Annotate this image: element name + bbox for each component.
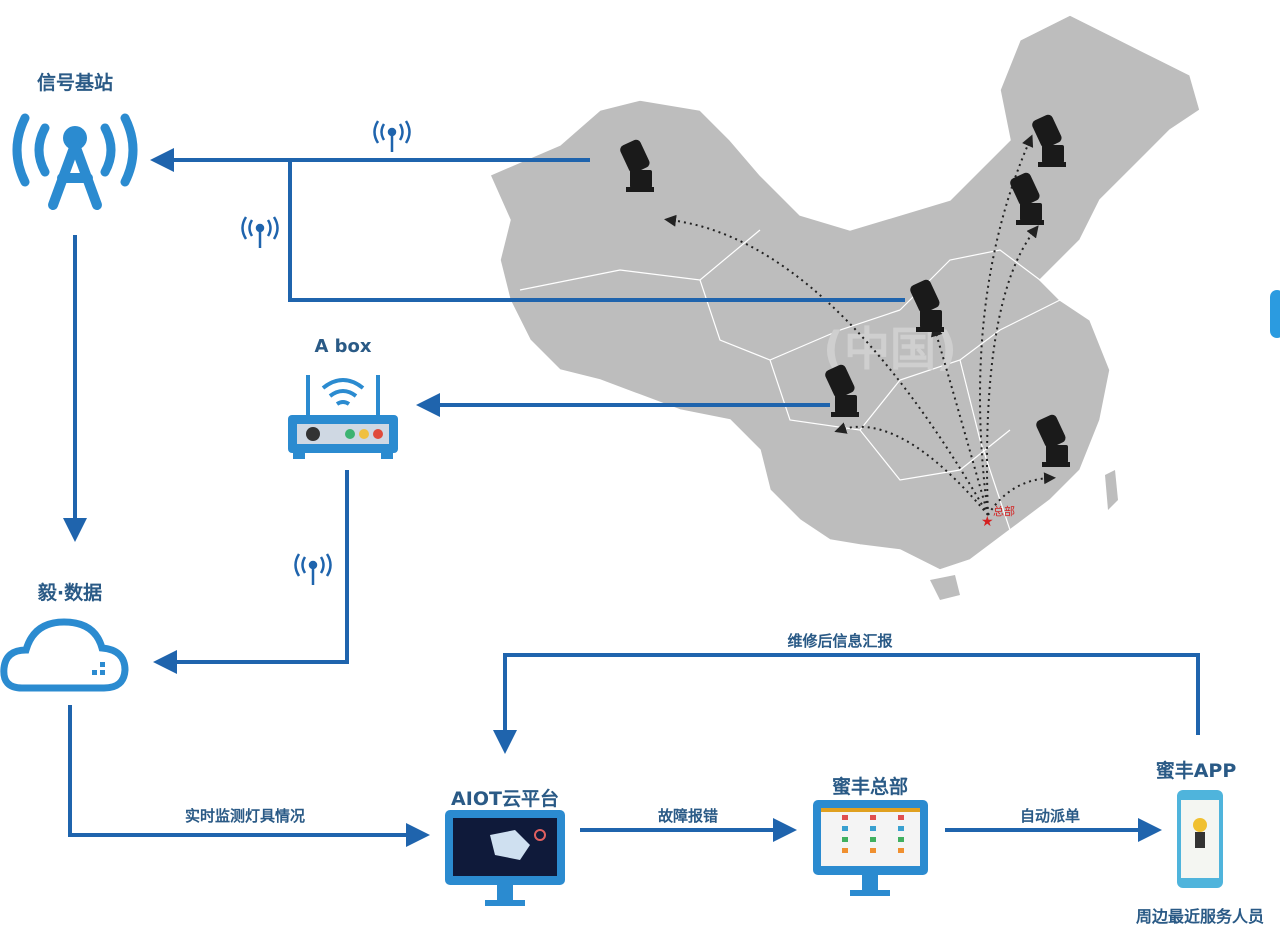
antenna-icons <box>241 120 411 585</box>
side-scroll-tab[interactable] <box>1270 290 1280 338</box>
app-label: 蜜丰APP <box>1155 760 1237 782</box>
feedback-edge-label: 维修后信息汇报 <box>787 632 893 650</box>
router-icon <box>288 375 398 459</box>
stage-light-icon <box>1036 414 1070 467</box>
hq-map-label: 总部 <box>993 505 1015 518</box>
stage-light-icon <box>620 139 654 192</box>
fault-edge-label: 故障报错 <box>657 807 719 825</box>
stage-light-icon <box>910 279 944 332</box>
signal-tower-icon <box>12 113 138 210</box>
hq-monitor-icon <box>813 800 928 896</box>
aiot-label: AIOT云平台 <box>451 788 559 810</box>
hq-label: 蜜丰总部 <box>831 776 909 798</box>
stage-light-icon <box>1010 172 1044 225</box>
antenna-icon <box>373 120 411 152</box>
stage-light-icon <box>1032 114 1066 167</box>
app-sub-label: 周边最近服务人员 <box>1135 907 1265 926</box>
china-map <box>489 14 1201 571</box>
stage-light-icon <box>825 364 859 417</box>
antenna-icon <box>241 216 279 248</box>
antenna-icon <box>294 553 332 585</box>
abox-label: A box <box>314 336 372 357</box>
aiot-monitor-icon <box>445 810 565 906</box>
hq-star-icon: ★ <box>981 514 994 530</box>
taiwan-island <box>1105 470 1118 510</box>
stage-lights <box>620 114 1070 467</box>
connectors <box>63 148 1200 847</box>
dispatch-routes <box>664 134 1056 516</box>
cloud-icon <box>0 618 129 692</box>
hainan-island <box>930 575 960 600</box>
realtime-edge-label: 实时监测灯具情况 <box>184 807 306 825</box>
data-cloud-label: 毅·数据 <box>37 582 103 604</box>
base-station-label: 信号基站 <box>36 72 114 94</box>
dispatch-edge-label: 自动派单 <box>1019 807 1081 825</box>
phone-app-icon <box>1177 790 1223 888</box>
